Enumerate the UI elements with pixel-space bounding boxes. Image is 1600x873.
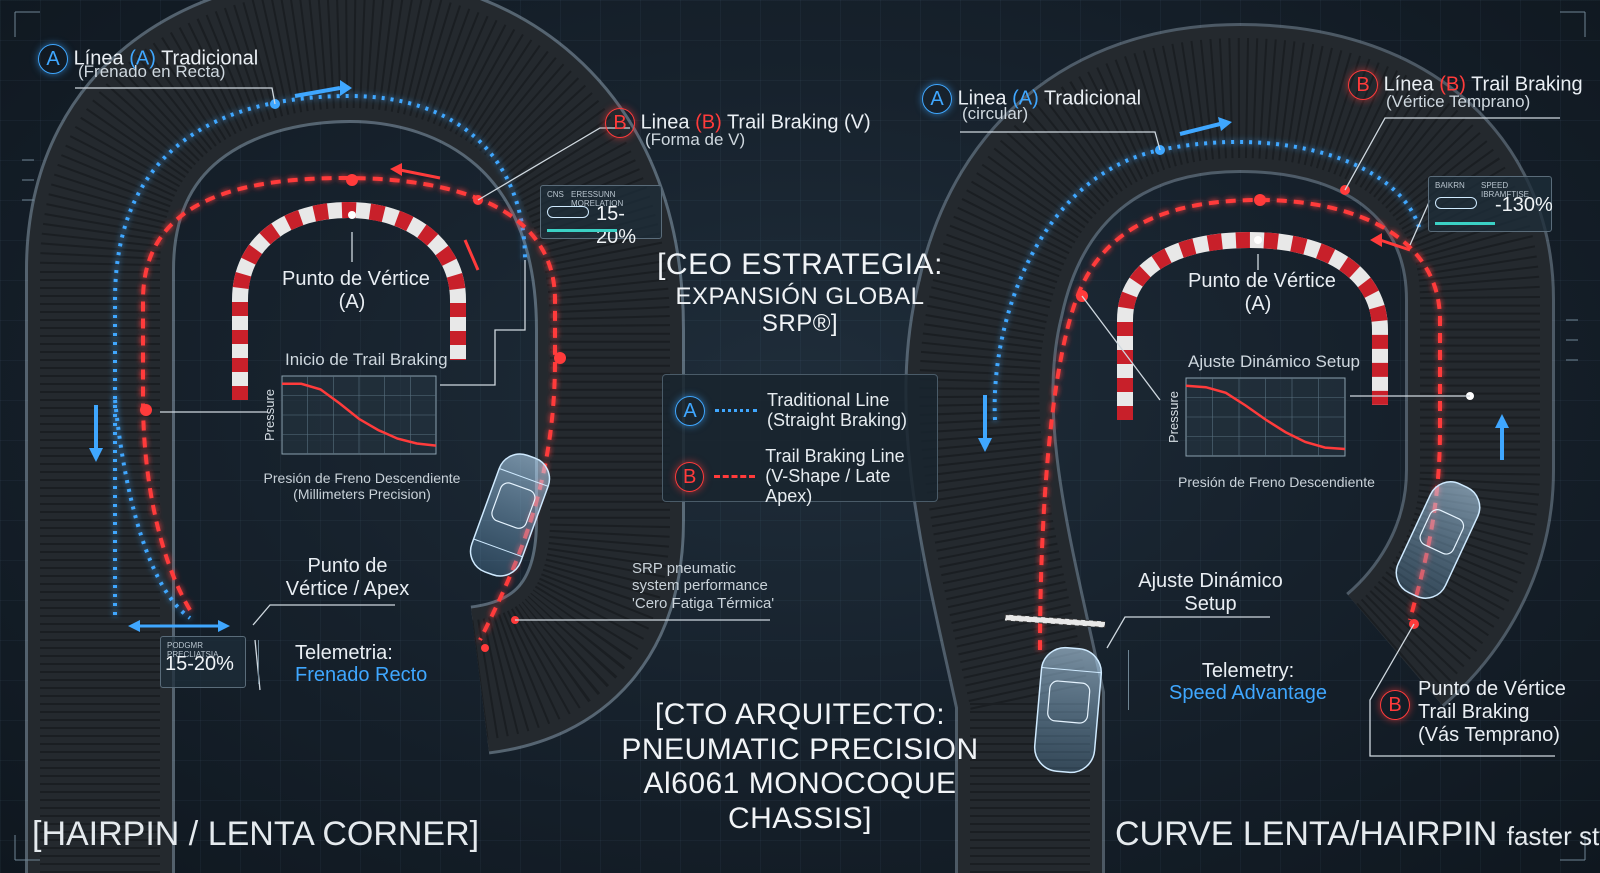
- frame-ticks: [14, 11, 1586, 861]
- cto-headline: [CTO ARQUITECTO: PNEUMATIC PRECISION Al6…: [621, 698, 979, 835]
- right-car-2: [1395, 481, 1481, 599]
- left-apex-label: Punto de Vértice (A): [282, 268, 430, 313]
- telemetry-progress-bar: [547, 229, 617, 232]
- right-line-a-badge: A: [922, 84, 952, 114]
- left-pressure-chart: Pressure: [262, 375, 437, 455]
- right-telemetry-box: BAIKRN SPEED IBRAMFTISE -130%: [1428, 176, 1553, 232]
- right-apex-label: Punto de Vértice (A): [1188, 270, 1336, 315]
- left-kerb-stripes: [232, 201, 466, 400]
- right-track: [904, 22, 1560, 873]
- right-car-1: [1033, 646, 1103, 774]
- left-line-a-label: A Línea (A) Tradicional: [38, 44, 258, 74]
- left-marker-b-right: [554, 352, 566, 364]
- left-srp-note: SRP pneumatic system performance 'Cero F…: [632, 560, 775, 612]
- right-line-b-badge: B: [1348, 70, 1378, 100]
- left-line-b-label: B Linea (B) Trail Braking (V): [605, 108, 871, 138]
- left-apex2-label: Punto de Vértice / Apex: [285, 555, 410, 600]
- right-chart-caption: Presión de Freno Descendiente: [1178, 474, 1375, 490]
- left-arrow-red: [399, 168, 441, 180]
- right-line-a-label: A Linea (A) Tradicional: [922, 84, 1141, 114]
- right-chart-title: Ajuste Dinámico Setup: [1188, 352, 1360, 371]
- telemetry-progress-bar: [1435, 222, 1495, 225]
- right-line-a-sub: (circular): [962, 104, 1029, 123]
- right-leader-lines: [960, 117, 1560, 757]
- right-apexb-label: B: [1380, 680, 1410, 720]
- left-corner-title: [HAIRPIN / LENTA CORNER]: [32, 815, 480, 853]
- right-pressure-chart: Pressure: [1166, 377, 1346, 457]
- right-telemetry-bracket: [1128, 650, 1159, 710]
- right-start-line: [1004, 614, 1106, 628]
- left-arrow-red-side: [463, 239, 480, 271]
- right-kerb-stripes: [1117, 231, 1388, 420]
- right-apexb-text: Punto de Vértice Trail Braking (Vás Temp…: [1418, 678, 1566, 746]
- left-line-a-apex: [113, 399, 192, 620]
- right-apex-dot: [1254, 236, 1262, 244]
- left-chart-caption: Presión de Freno Descendiente (Millimete…: [263, 470, 461, 503]
- right-corner-title: CURVE LENTA/HAIRPIN faster style: [1115, 815, 1600, 853]
- right-line-b-sub: (Vértice Temprano): [1386, 92, 1531, 111]
- left-chart-title: Inicio de Trail Braking: [285, 350, 448, 369]
- left-line-a-badge: A: [38, 44, 68, 74]
- left-chart-ylabel: Pressure: [262, 389, 277, 441]
- right-arrow-top: [1179, 122, 1221, 136]
- right-arrow-red: [1379, 238, 1411, 252]
- left-track-tyre-marks: [40, 0, 670, 873]
- left-pressure-curve: [282, 382, 437, 447]
- legend-item-a: A Traditional Line (Straight Braking): [675, 390, 907, 431]
- left-line-b-sub: (Forma de V): [645, 130, 746, 149]
- right-pressure-curve: [1185, 384, 1346, 451]
- right-setup-label: Ajuste Dinámico Setup: [1138, 570, 1283, 615]
- left-car: [469, 453, 551, 577]
- car-glyph-icon: [1435, 197, 1477, 209]
- right-marker-b-top: [1254, 194, 1266, 206]
- left-telemetry-bracket: [258, 640, 289, 684]
- legend-box: A Traditional Line (Straight Braking) B …: [662, 374, 938, 505]
- right-line-b-label: B Línea (B) Trail Braking: [1348, 70, 1583, 100]
- right-chart-ylabel: Pressure: [1166, 391, 1181, 443]
- car-glyph-icon: [547, 206, 589, 218]
- left-apex-dot: [348, 211, 356, 219]
- right-apexb-badge: B: [1380, 690, 1410, 720]
- ceo-headline: [CEO ESTRATEGIA: EXPANSIÓN GLOBAL SRP®]: [657, 248, 943, 338]
- legend-b-swatch: [714, 475, 756, 479]
- legend-b-badge: B: [675, 461, 705, 492]
- right-telemetry-label: Telemetry:: [1201, 660, 1295, 682]
- right-line-b: [1038, 197, 1442, 651]
- left-track: [25, 0, 770, 873]
- left-marker-b-top: [346, 174, 358, 186]
- left-marker-b-end: [481, 644, 489, 652]
- legend-a-badge: A: [675, 395, 705, 426]
- legend-item-b: B Trail Braking Line (V-Shape / Late Ape…: [675, 446, 937, 506]
- legend-a-swatch: [715, 409, 757, 413]
- right-line-a: [992, 139, 1422, 421]
- left-telemetry-box-small: PODGMR PRECLIATSIA 15-20%: [160, 636, 246, 688]
- left-line-a-sub: (Frenado en Recta): [78, 62, 226, 81]
- left-line-b-badge: B: [605, 108, 635, 138]
- left-telemetry-label: Telemetria:: [295, 642, 393, 664]
- left-arrow-top: [294, 86, 341, 98]
- left-line-a: [113, 93, 527, 615]
- left-telemetry-box: CNS ERESSUNN MORELATION 15-20%: [540, 185, 662, 248]
- left-telemetry-value: Frenado Recto: [295, 664, 428, 686]
- left-marker-b-left: [140, 404, 152, 416]
- right-telemetry-value: Speed Advantage: [1169, 682, 1327, 704]
